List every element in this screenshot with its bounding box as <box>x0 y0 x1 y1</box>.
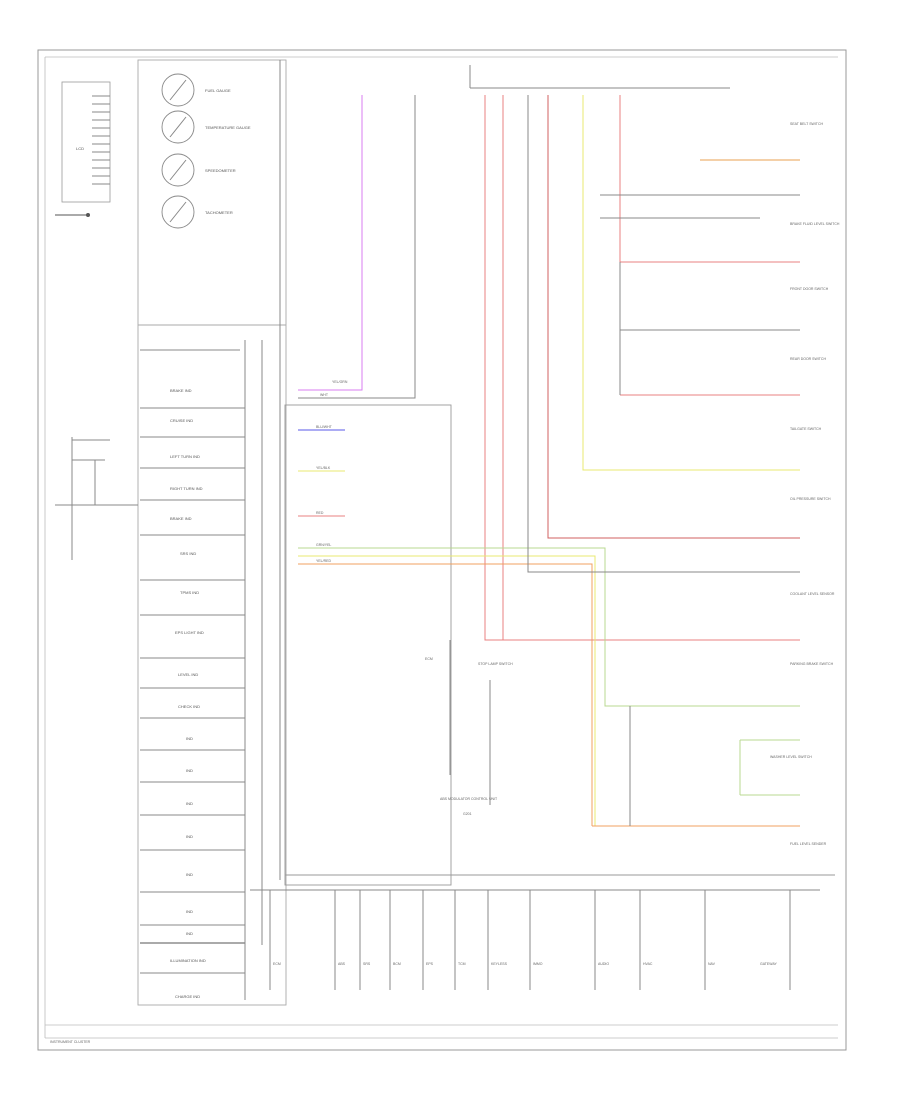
indicator-18: CHARGE IND <box>175 994 200 999</box>
module-10: NAV <box>708 962 716 966</box>
wire-yellow-label: YEL/BLK <box>316 466 331 470</box>
gauge-temp-label: TEMPERATURE GAUGE <box>205 125 251 130</box>
wire-red-right <box>619 95 800 396</box>
indicator-15: IND <box>186 909 193 914</box>
tachometer-icon <box>161 195 195 229</box>
module-0: ECM <box>273 962 281 966</box>
bottom-modules: ECM ABS SRS BCM EPS TCM KEYLESS IMMO AUD… <box>250 889 820 990</box>
module-1: ABS <box>338 962 346 966</box>
connector-5: OIL PRESSURE SWITCH <box>790 497 831 501</box>
gauges: FUEL GAUGE TEMPERATURE GAUGE SPEEDOMETER… <box>161 73 251 229</box>
connector-0: SEAT BELT SWITCH <box>790 122 823 126</box>
brake-switch-label: STOP LAMP SWITCH <box>478 662 513 666</box>
module-5: TCM <box>458 962 466 966</box>
left-side-circuit <box>55 213 138 560</box>
indicator-3: RIGHT TURN IND <box>170 486 203 491</box>
wire-blue-label: BLU/WHT <box>316 425 333 429</box>
wire-blue: BLU/WHT <box>298 425 345 431</box>
indicator-0: BRAKE IND <box>170 388 192 393</box>
connector-4: TAILGATE SWITCH <box>790 427 822 431</box>
module-11: GATEWAY <box>760 962 778 966</box>
fuel-gauge-icon <box>161 73 195 107</box>
connector-3: REAR DOOR SWITCH <box>790 357 826 361</box>
wire-yellow-b <box>298 95 800 827</box>
indicator-12: IND <box>186 801 193 806</box>
wire-white-label: WHT <box>320 393 329 397</box>
indicator-7: EPS LIGHT IND <box>175 630 204 635</box>
lcd-label: LCD <box>76 146 84 151</box>
indicator-13: IND <box>186 834 193 839</box>
module-6: KEYLESS <box>491 962 508 966</box>
wire-violet-label: YEL/GRN <box>332 380 348 384</box>
cluster-box <box>137 59 287 1006</box>
indicator-14: IND <box>186 872 193 877</box>
indicator-8: LEVEL IND <box>178 672 198 677</box>
wire-red-label: RED <box>316 511 324 515</box>
connector-2: FRONT DOOR SWITCH <box>790 287 829 291</box>
indicator-6: TPMS IND <box>180 590 199 595</box>
module-3: BCM <box>393 962 401 966</box>
indicator-2: LEFT TURN IND <box>170 454 200 459</box>
diagram-frame <box>37 49 847 1051</box>
abs-module-label: ABS MODULATOR CONTROL UNIT <box>440 797 498 801</box>
wire-orange-label: YEL/RED <box>316 559 331 563</box>
connector-9: FUEL LEVEL SENDER <box>790 842 827 846</box>
gauge-speed-label: SPEEDOMETER <box>205 168 236 173</box>
gauge-fuel-label: FUEL GAUGE <box>205 88 231 93</box>
wire-grey-right <box>527 95 800 826</box>
control-box <box>284 404 452 886</box>
indicator-5: SRS IND <box>180 551 196 556</box>
connector-8: WASHER LEVEL SWITCH <box>770 755 812 759</box>
ecm-label: ECM <box>425 657 433 661</box>
ground-label: G201 <box>463 812 472 816</box>
temperature-gauge-icon <box>161 110 195 144</box>
cluster-bus <box>244 60 281 1000</box>
module-7: IMMO <box>533 962 543 966</box>
indicator-9: CHECK IND <box>178 704 200 709</box>
indicator-rows: BRAKE IND CRUISE IND LEFT TURN IND RIGHT… <box>140 349 245 999</box>
module-9: HVAC <box>643 962 653 966</box>
wire-red-a: RED <box>298 95 800 641</box>
wire-green-label: GRN/YEL <box>316 543 331 547</box>
connector-7: PARKING BRAKE SWITCH <box>790 662 834 666</box>
indicator-1: CRUISE IND <box>170 418 193 423</box>
indicator-17: ILLUMINATION IND <box>170 958 206 963</box>
indicator-10: IND <box>186 736 193 741</box>
indicator-4: BRAKE IND <box>170 516 192 521</box>
wire-violet: YEL/GRN <box>298 95 363 391</box>
speedometer-icon <box>161 153 195 187</box>
connector-1: BRAKE FLUID LEVEL SWITCH <box>790 222 840 226</box>
top-bus <box>469 65 730 89</box>
wire-yellow-a: YEL/BLK <box>298 466 345 472</box>
module-4: EPS <box>426 962 434 966</box>
indicator-16: IND <box>186 931 193 936</box>
wire-green: GRN/YEL <box>298 543 800 796</box>
module-8: AUDIO <box>598 962 609 966</box>
wire-white: WHT <box>298 95 416 399</box>
wire-orange: YEL/RED <box>298 559 800 827</box>
right-connectors: SEAT BELT SWITCH BRAKE FLUID LEVEL SWITC… <box>770 122 840 846</box>
indicator-11: IND <box>186 768 193 773</box>
gauge-tach-label: TACHOMETER <box>205 210 233 215</box>
lcd-box <box>61 81 111 203</box>
connector-6: COOLANT LEVEL SENSOR <box>790 592 835 596</box>
frame-caption: INSTRUMENT CLUSTER <box>50 1040 91 1044</box>
lcd-terminals <box>92 95 110 185</box>
module-2: SRS <box>363 962 371 966</box>
